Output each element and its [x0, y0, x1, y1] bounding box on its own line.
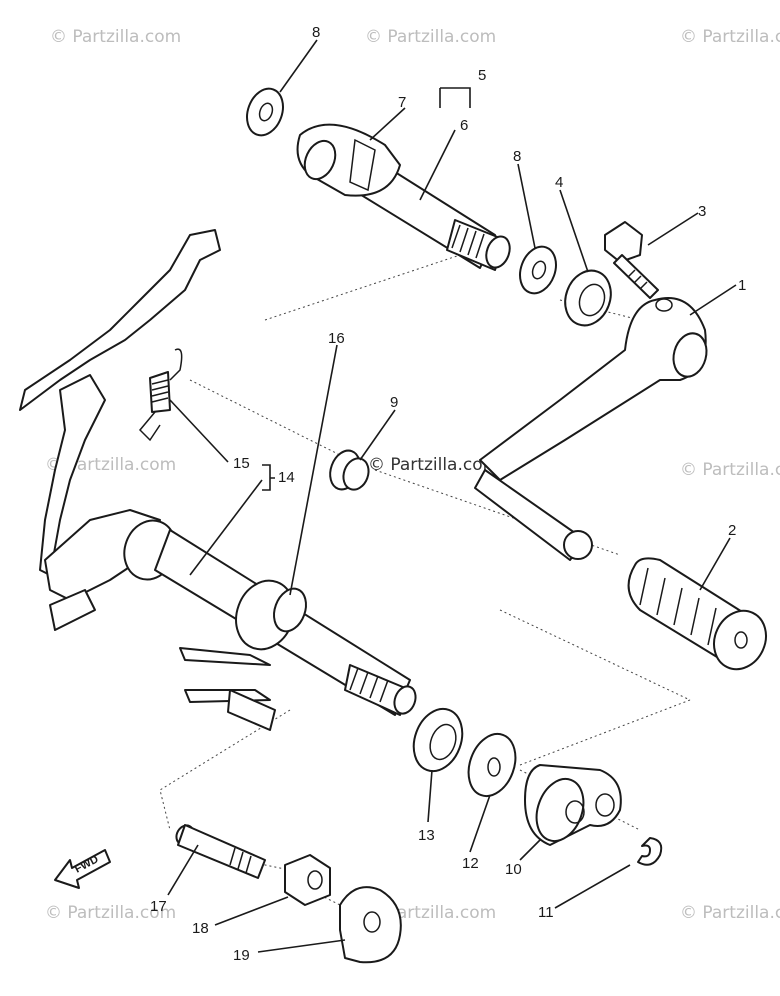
- spring-15: [138, 348, 183, 442]
- callout-7: 7: [398, 94, 406, 111]
- callout-1: 1: [738, 277, 746, 294]
- plate-19: [339, 886, 402, 964]
- callout-6: 6: [460, 117, 468, 134]
- callouts: 1 2 3 4 5 6 7 8 8 9 10 11 12 13 14 15 16…: [150, 24, 746, 964]
- washer-8: [519, 245, 557, 295]
- callout-8: 8: [513, 148, 521, 165]
- bolt-3: [604, 221, 659, 299]
- callout-8-top: 8: [312, 24, 320, 41]
- watermark: © Partzilla.com: [680, 27, 780, 47]
- washer-12: [467, 733, 517, 797]
- watermark: © Partzilla.com: [680, 460, 780, 480]
- shift-pedal-1: [474, 297, 708, 561]
- callout-3: 3: [698, 203, 706, 220]
- oil-seal-13: [412, 707, 464, 773]
- washer-8-top: [246, 87, 284, 137]
- callout-19: 19: [233, 947, 250, 964]
- oil-seal-4: [564, 269, 612, 327]
- callout-11: 11: [538, 904, 554, 921]
- watermark: © Partzilla.com: [50, 27, 181, 47]
- bolt-17: [175, 824, 266, 879]
- callout-2: 2: [728, 522, 736, 539]
- fwd-arrow-icon: FWD: [54, 849, 111, 889]
- callout-15: 15: [233, 455, 250, 472]
- callout-4: 4: [555, 174, 563, 191]
- callout-13: 13: [418, 827, 435, 844]
- callout-9: 9: [390, 394, 398, 411]
- leader-lines: [167, 39, 737, 953]
- callout-14: 14: [278, 469, 295, 486]
- callout-10: 10: [505, 861, 522, 878]
- callout-16: 16: [328, 330, 345, 347]
- watermark: © Partzilla.com: [45, 903, 176, 923]
- callout-12: 12: [462, 855, 479, 872]
- lever-10: [524, 764, 622, 846]
- nut-18: [284, 854, 331, 906]
- watermarks: © Partzilla.com © Partzilla.com © Partzi…: [45, 27, 780, 923]
- shift-shaft-6: [296, 123, 511, 271]
- watermark: © Partzilla.com: [680, 903, 780, 923]
- callout-18: 18: [192, 920, 209, 937]
- callout-5: 5: [478, 67, 486, 84]
- pedal-rubber-2: [627, 557, 767, 671]
- watermark: © Partzilla.com: [365, 27, 496, 47]
- spring-16: [235, 579, 307, 651]
- collar-9: [329, 449, 370, 491]
- callout-17: 17: [150, 898, 167, 915]
- circlip-11: [637, 837, 663, 866]
- watermark: © Partzilla.com: [368, 455, 499, 475]
